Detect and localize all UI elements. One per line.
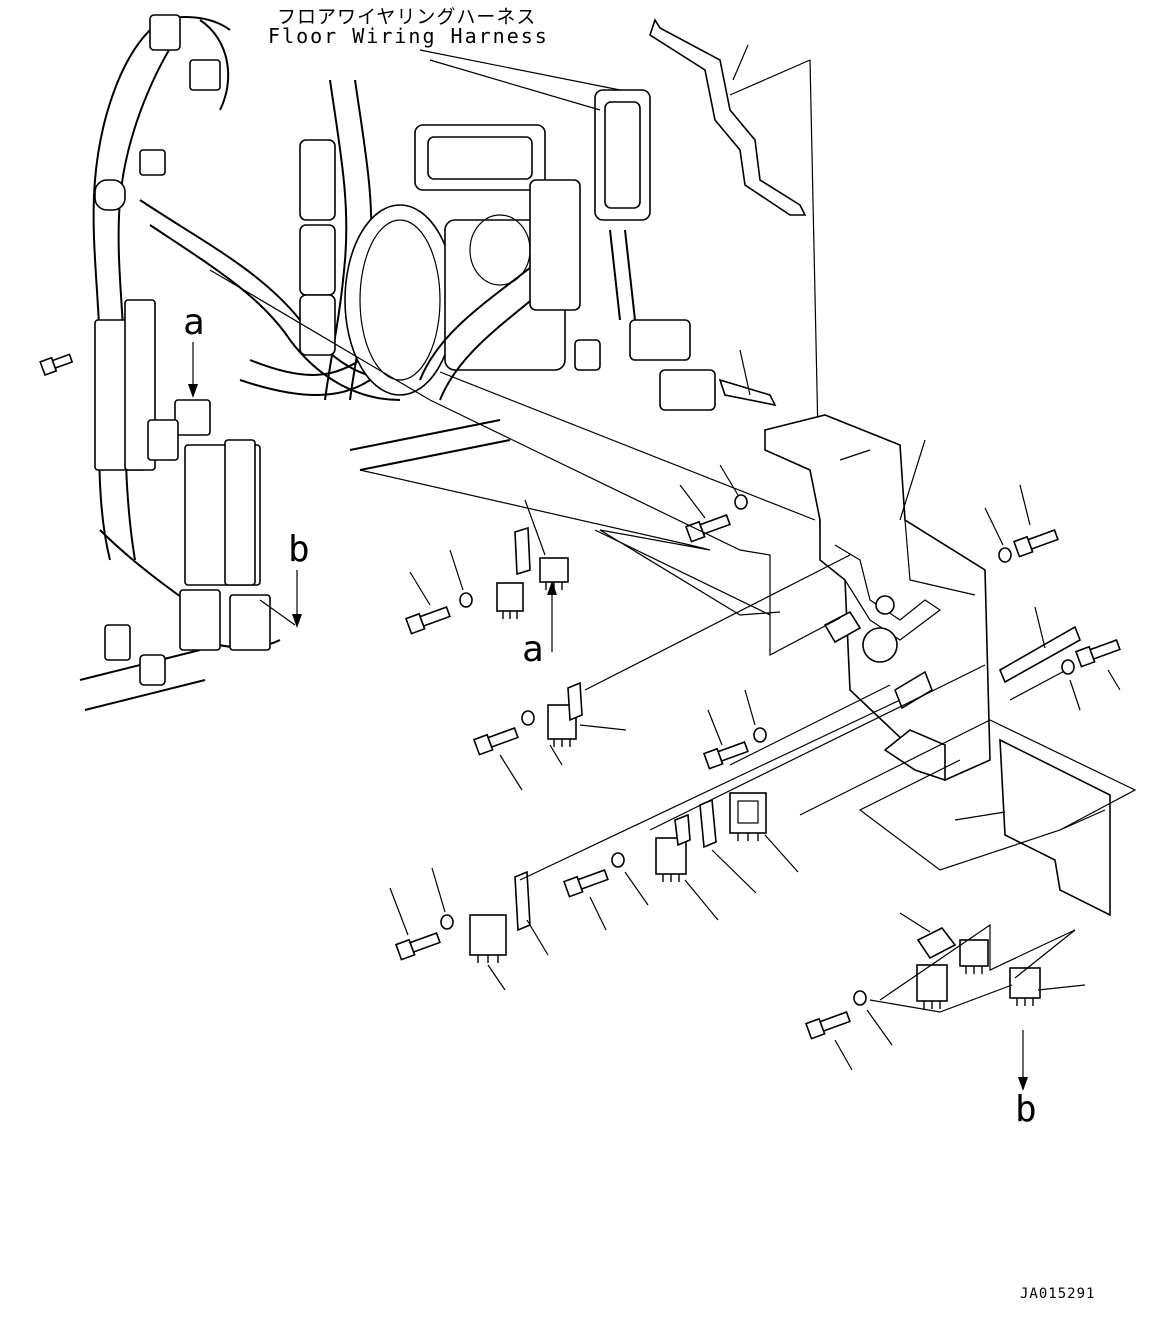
washers [440,494,1075,1006]
cover-plate [954,738,1111,917]
side-bar-part [998,606,1081,701]
harness-title-english: Floor Wiring Harness [268,24,549,48]
relays [469,557,1041,1009]
harness-title-japanese: フロアワイヤリングハーネス [277,6,537,28]
leader-lines [209,269,1137,1071]
mounting-bracket [718,349,991,782]
bolts [39,353,1121,1040]
relay-brackets [514,526,957,960]
view-label-b-lower: b [1015,1089,1037,1130]
drawing-number: JA015291 [1020,1286,1096,1302]
view-label-a-lower: a [522,629,544,670]
wiring-harness-assembly [79,14,716,711]
callout-arrows-upper [188,342,1028,1091]
view-label-a-upper: a [183,302,205,343]
view-label-b-upper: b [288,529,310,570]
